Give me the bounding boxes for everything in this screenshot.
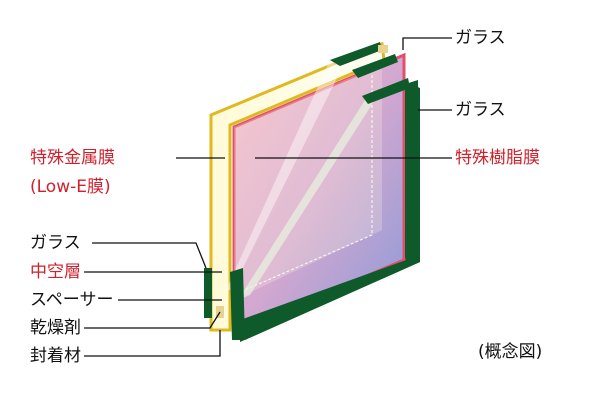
front-glass-pane	[209, 41, 386, 332]
back-frame-top	[362, 78, 410, 104]
label-low-e-film: 特殊金属膜	[30, 148, 115, 168]
label-low-e-film-sub: (Low-E膜)	[30, 177, 111, 197]
leader-lines	[84, 37, 452, 357]
front-frame-top	[330, 42, 382, 66]
label-spacer: スペーサー	[30, 290, 114, 310]
spacer-dashes	[239, 75, 373, 293]
front-frame-left	[204, 268, 212, 318]
resin-film-pane	[232, 52, 406, 335]
concept-note: (概念図)	[478, 342, 543, 362]
label-resin-film: 特殊樹脂膜	[455, 148, 540, 168]
label-glass-inner: ガラス	[455, 100, 506, 120]
desiccant-block-top	[378, 45, 388, 53]
label-glass-left: ガラス	[30, 233, 81, 253]
reflection-2	[238, 95, 378, 300]
label-desiccant: 乾燥剤	[30, 318, 81, 338]
label-glass-outer: ガラス	[455, 28, 506, 48]
film-frame-top	[352, 54, 398, 78]
back-frame-bottom	[240, 255, 420, 342]
label-air-layer: 中空層	[30, 262, 81, 282]
reflection-1	[226, 52, 350, 290]
back-frame-right	[405, 82, 420, 262]
label-sealant: 封着材	[30, 346, 81, 366]
front-glass-overlay	[234, 64, 382, 300]
